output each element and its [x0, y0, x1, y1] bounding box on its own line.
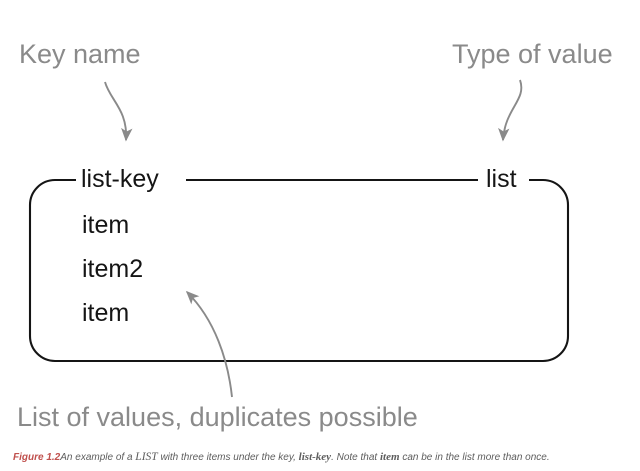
- list-items-container: item item2 item: [82, 213, 382, 345]
- figure-caption: Figure 1.2An example of a LIST with thre…: [13, 450, 633, 465]
- list-item: item: [82, 299, 130, 327]
- figure-caption-term-list: LIST: [135, 451, 158, 463]
- figure-caption-text-4: can be in the list more than once.: [399, 452, 550, 463]
- figure-caption-text-2: with three items under the key,: [157, 452, 299, 463]
- box-value-type-label: list: [481, 167, 522, 192]
- figure-caption-text-1: An example of a: [60, 452, 136, 463]
- figure-caption-term-list-key: list-key: [298, 451, 332, 463]
- figure-caption-term-item: item: [379, 451, 400, 463]
- box-corner-top-right: [529, 178, 570, 206]
- box-corner-bottom-right: [542, 335, 570, 363]
- callout-type-of-value: Type of value: [452, 39, 613, 69]
- arrow-type-of-value: [498, 79, 523, 142]
- figure-caption-text-3: . Note that: [331, 452, 380, 463]
- figure-caption-number: Figure 1.2: [13, 452, 61, 463]
- callout-key-name: Key name: [19, 39, 141, 69]
- list-item: item2: [82, 255, 144, 283]
- arrow-key-name: [104, 81, 133, 142]
- callout-list-of-values: List of values, duplicates possible: [17, 402, 418, 432]
- box-key-name-label: list-key: [76, 167, 164, 192]
- box-corner-top-left: [28, 178, 76, 206]
- box-corner-bottom-left: [28, 335, 56, 363]
- list-item: item: [82, 211, 130, 239]
